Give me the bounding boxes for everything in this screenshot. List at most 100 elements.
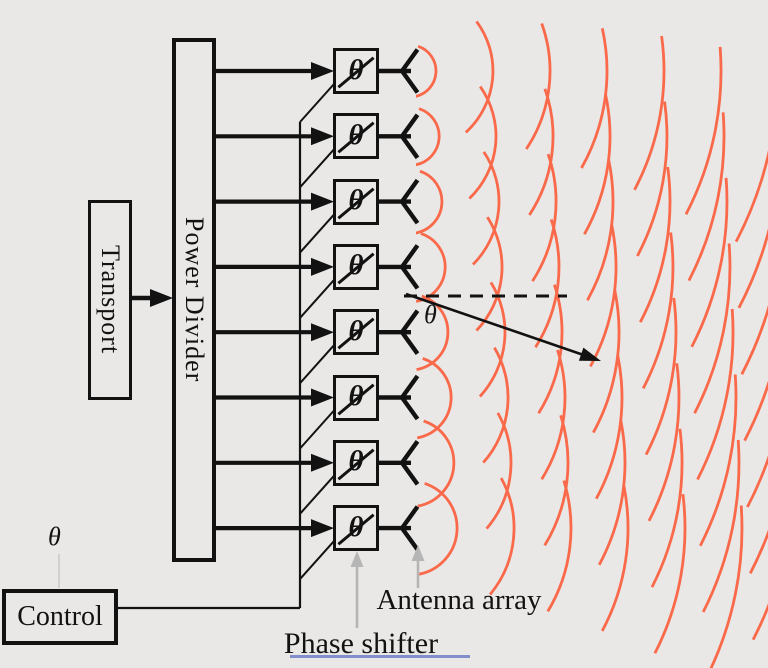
- control-theta-symbol: θ: [48, 522, 61, 551]
- wavefront-arc: [647, 363, 681, 522]
- power-divider-block: Power Divider: [172, 38, 216, 562]
- wavefront-arc: [537, 284, 564, 414]
- phase-shifter-pointer-head: [350, 551, 364, 567]
- wavefront-arc: [600, 485, 630, 632]
- transport-label: Transport: [96, 245, 125, 355]
- feed-arrowhead: [311, 323, 334, 342]
- beam-arrowhead: [578, 347, 601, 361]
- wavefront-arc: [595, 354, 624, 500]
- wavefront-arc: [417, 419, 456, 508]
- wavefront-arc: [639, 166, 672, 323]
- feed-arrowhead: [311, 257, 334, 276]
- wavefront-arc: [546, 480, 573, 613]
- wavefront-arc: [472, 151, 501, 266]
- wavefront-arc: [701, 439, 741, 613]
- wavefront-arc: [633, 35, 666, 191]
- phase-shifter-box: θ: [333, 505, 379, 552]
- wavefront-arc: [543, 414, 570, 547]
- antenna-element: [379, 48, 420, 94]
- wavefront-arc: [534, 218, 561, 348]
- phase-shifter-box: θ: [333, 48, 379, 94]
- control-diagonal-line: [299, 148, 335, 188]
- wavefront-arc: [416, 357, 453, 440]
- wavefront-arc: [690, 177, 729, 348]
- antenna-element: [379, 440, 420, 486]
- wavefront-arc: [743, 380, 768, 442]
- phase-shifter-box: θ: [333, 113, 379, 160]
- control-block: Control: [2, 589, 118, 645]
- wavefront-arc: [475, 216, 504, 332]
- phase-shifter-box: θ: [333, 243, 379, 290]
- control-diagonal-line: [299, 475, 335, 515]
- wavefront-arc: [488, 477, 516, 596]
- control-diagonal-line: [299, 344, 335, 384]
- wavefront-arc: [751, 603, 768, 641]
- beam-angle-theta-symbol: θ: [424, 300, 437, 329]
- antenna-array-label: Antenna array: [376, 584, 542, 616]
- control-diagonal-line: [299, 409, 335, 450]
- wavefront-arc: [528, 88, 555, 216]
- antenna-element: [379, 309, 420, 355]
- transport-block: Transport: [88, 200, 132, 400]
- feed-arrowhead: [311, 453, 334, 472]
- wavefront-arc: [416, 107, 441, 167]
- wavefront-arc: [749, 529, 768, 574]
- transport-arrowhead: [150, 289, 173, 307]
- wavefront-arcs-layer: [416, 20, 768, 668]
- phase-shifter-box: θ: [333, 439, 379, 486]
- feed-arrowhead: [311, 127, 334, 146]
- wavefront-arc: [684, 46, 723, 215]
- wavefront-arc: [416, 44, 438, 98]
- power-divider-label: Power Divider: [180, 217, 209, 383]
- wavefront-arc: [416, 169, 444, 235]
- blue-underline-artifact: [290, 655, 470, 658]
- phase-shifter-label: Phase shifter: [283, 627, 439, 660]
- wavefront-arc: [464, 20, 495, 134]
- wavefront-arc: [485, 412, 513, 530]
- wavefront-arc: [709, 505, 744, 668]
- control-label: Control: [17, 601, 103, 632]
- wavefront-arc: [525, 23, 552, 150]
- antenna-element: [379, 244, 420, 290]
- wavefront-arc: [468, 85, 498, 200]
- phase-shifter-box: θ: [333, 178, 379, 225]
- wavefront-arc: [641, 232, 675, 390]
- wavefront-arc: [746, 455, 768, 508]
- wavefront-arc: [478, 281, 507, 398]
- wavefront-arc: [540, 349, 567, 481]
- beam-overlay-layer: [290, 292, 601, 658]
- wavefront-arc: [531, 153, 558, 282]
- wavefront-arc: [650, 428, 684, 588]
- feed-arrowhead: [311, 62, 334, 80]
- wavefront-arc: [699, 374, 738, 547]
- wavefront-arc: [586, 158, 615, 301]
- wavefront-arc: [740, 304, 768, 375]
- antenna-element: [379, 374, 420, 421]
- wavefront-arc: [416, 232, 447, 303]
- wavefront-arc: [580, 27, 609, 169]
- wavefront-arc: [636, 101, 669, 257]
- wavefront-arc: [734, 149, 768, 243]
- wiring-layer: [58, 48, 420, 610]
- phase-shifter-box: θ: [333, 374, 379, 421]
- wavefront-arc: [687, 112, 726, 282]
- wavefront-arc: [597, 420, 627, 566]
- antenna-element: [379, 505, 420, 551]
- antenna-element: [379, 178, 420, 225]
- control-diagonal-line: [299, 540, 335, 580]
- wavefront-arc: [589, 224, 618, 368]
- control-diagonal-line: [299, 279, 335, 319]
- antenna-element: [379, 113, 420, 160]
- wavefront-arc: [592, 289, 621, 434]
- wavefront-arc: [653, 494, 687, 654]
- wavefront-arc: [417, 482, 459, 576]
- control-diagonal-line: [299, 213, 335, 254]
- feed-arrowhead: [311, 192, 334, 211]
- wavefront-arc: [583, 93, 612, 235]
- wavefront-arc: [737, 227, 768, 309]
- wavefront-arc: [696, 308, 735, 481]
- feed-arrowhead: [311, 388, 334, 407]
- wavefront-arc: [693, 243, 732, 414]
